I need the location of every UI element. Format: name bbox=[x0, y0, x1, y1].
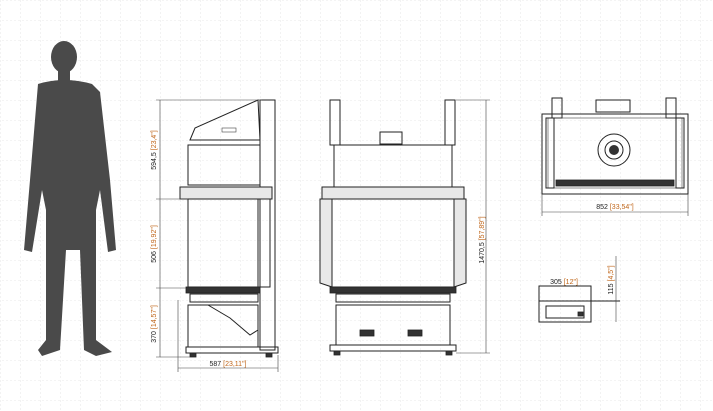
side-view bbox=[156, 99, 279, 372]
front-height-dimension: 1470,5 [57,89"] bbox=[479, 216, 486, 263]
front-view bbox=[319, 99, 490, 356]
side-depth-dimension: 587 [23,11"] bbox=[209, 361, 246, 368]
box-height-dimension: 115 [4,5"] bbox=[608, 265, 615, 294]
box-width-dimension: 305 [12"] bbox=[550, 279, 578, 286]
side-top-dimension: 594,5 [23,4"] bbox=[151, 130, 158, 170]
top-width-dimension: 852 [33,54"] bbox=[596, 204, 634, 211]
top-view bbox=[541, 97, 689, 216]
side-bottom-dimension: 370 [14,57"] bbox=[151, 305, 158, 343]
side-middle-dimension: 506 [19,92"] bbox=[151, 225, 158, 263]
vent-box-view bbox=[538, 256, 620, 323]
human-silhouette bbox=[24, 41, 116, 356]
